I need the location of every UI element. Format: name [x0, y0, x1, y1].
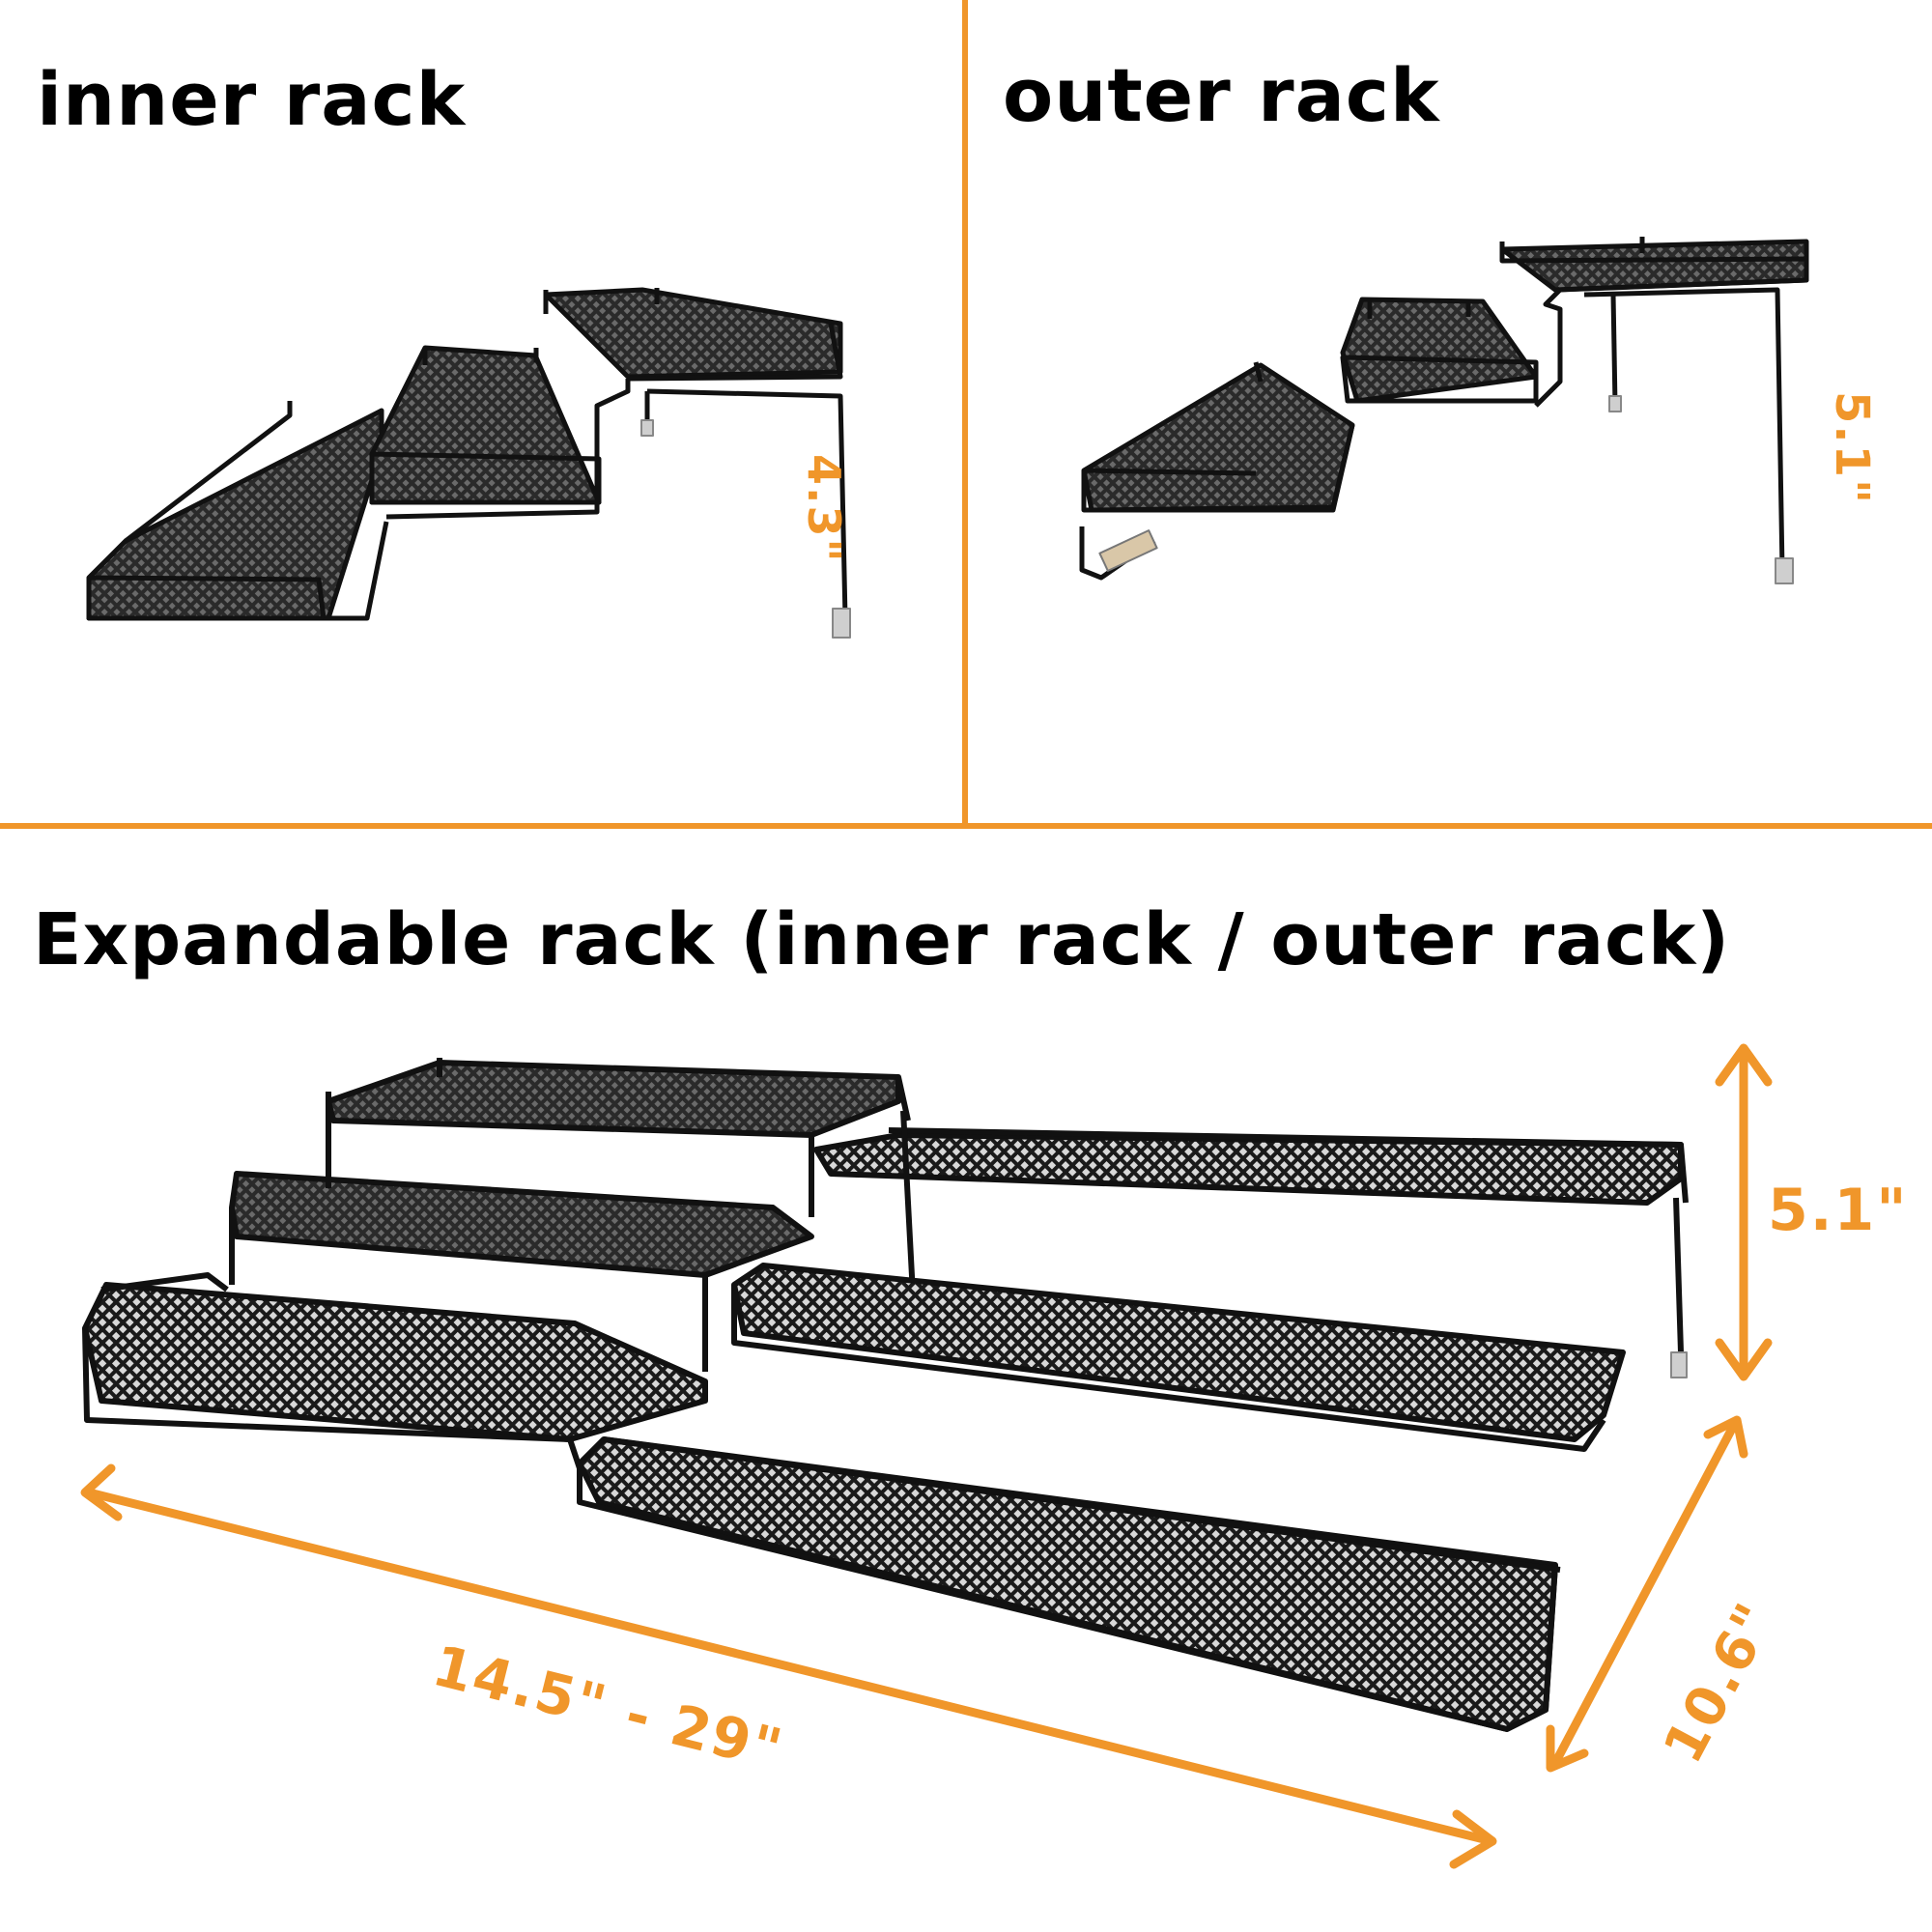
- inner-rack-image: [86, 287, 851, 639]
- outer-rack-title: outer rack: [1003, 52, 1440, 138]
- inner-rack-height-label: 4.3": [798, 454, 850, 564]
- horizontal-divider: [0, 823, 1932, 829]
- inner-rack-title: inner rack: [37, 56, 467, 142]
- expandable-rack-title: Expandable rack (inner rack / outer rack…: [33, 898, 1731, 981]
- dimension-arrows: [80, 1043, 1773, 1869]
- vertical-divider: [962, 0, 968, 829]
- expandable-rack-image: [82, 1058, 1689, 1732]
- outer-rack-height-label: 5.1": [1825, 391, 1879, 506]
- expandable-height-label: 5.1": [1768, 1177, 1909, 1244]
- outer-rack-image: [1079, 237, 1809, 584]
